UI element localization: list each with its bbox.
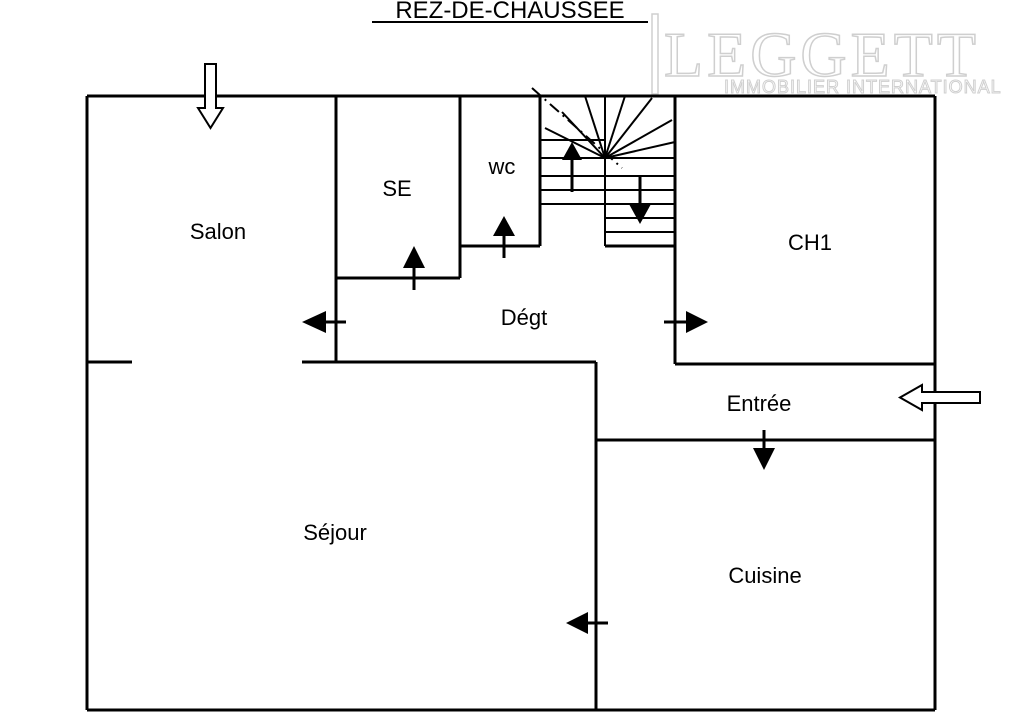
door-arrows <box>302 216 775 634</box>
salon-entry-arrow <box>196 63 225 130</box>
room-label-cuisine: Cuisine <box>728 563 801 588</box>
interior-walls <box>87 96 935 710</box>
room-label-se: SE <box>382 176 411 201</box>
entry-arrows <box>196 63 981 412</box>
plan-title: REZ-DE-CHAUSSEE <box>395 0 624 24</box>
outer-walls <box>85 94 937 712</box>
leggett-logo: LEGGETT IMMOBILIER INTERNATIONAL <box>651 13 1002 98</box>
room-label-entree: Entrée <box>727 391 792 416</box>
staircase <box>531 87 676 248</box>
room-label-sejour: Séjour <box>303 520 367 545</box>
logo-tagline: IMMOBILIER INTERNATIONAL <box>724 77 1002 97</box>
room-label-ch1: CH1 <box>788 230 832 255</box>
logo-wordmark: LEGGETT <box>664 19 980 90</box>
room-label-salon: Salon <box>190 219 246 244</box>
room-label-degt: Dégt <box>501 305 547 330</box>
room-label-wc: wc <box>488 154 516 179</box>
main-entry-arrow <box>897 383 981 412</box>
